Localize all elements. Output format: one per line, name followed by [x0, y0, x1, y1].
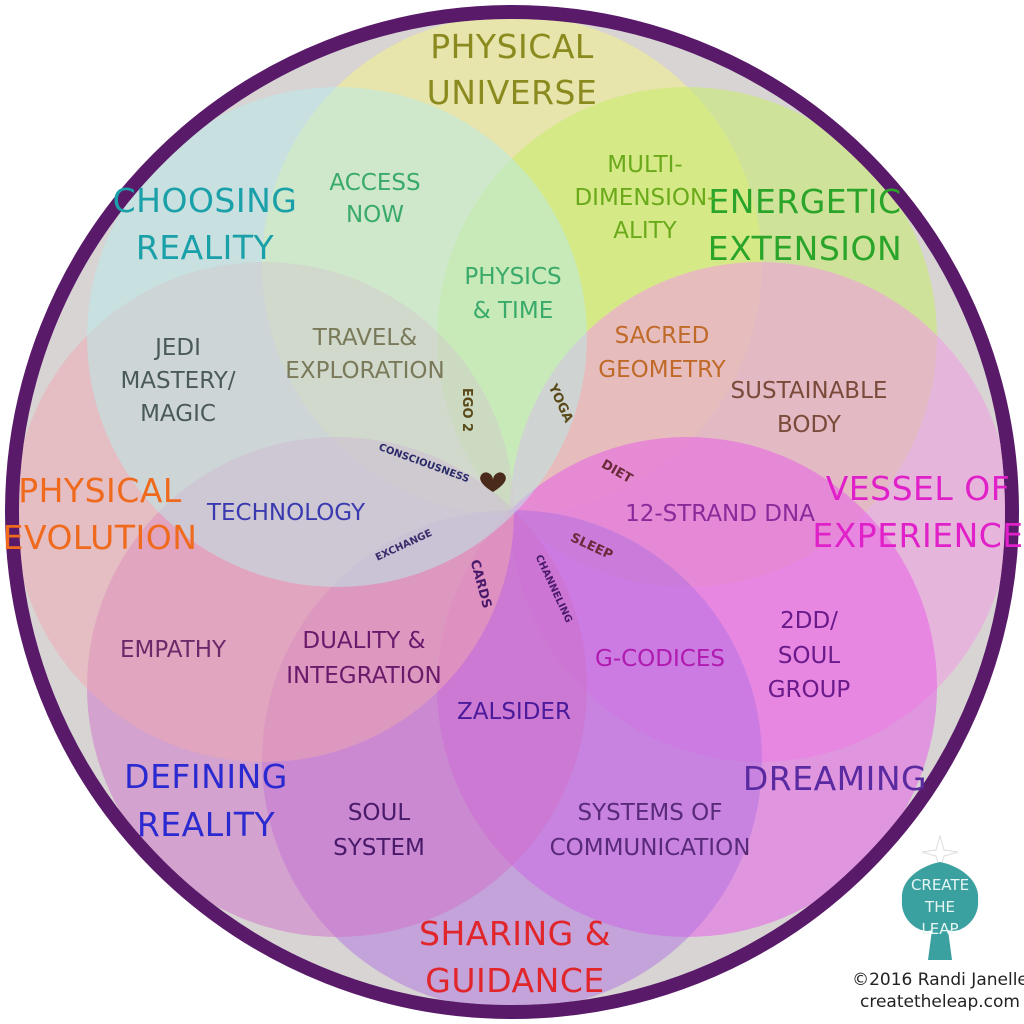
petal-title: ENERGETIC — [708, 182, 901, 221]
region-label: NOW — [346, 202, 404, 228]
petal-title: DEFINING — [124, 757, 288, 796]
region-dna: 12-STRAND DNA — [625, 501, 815, 527]
region-label: MAGIC — [140, 401, 216, 427]
region-jedi-mastery: JEDI MASTERY/ MAGIC — [120, 335, 235, 427]
region-label: ACCESS — [329, 170, 420, 196]
region-label: SUSTAINABLE — [731, 378, 888, 404]
region-label: TRAVEL& — [312, 325, 417, 351]
region-label: ZALSIDER — [457, 699, 571, 725]
region-label: DUALITY & — [302, 628, 425, 654]
region-travel-exploration: TRAVEL& EXPLORATION — [285, 325, 444, 384]
region-sacred-geometry: SACRED GEOMETRY — [598, 323, 726, 383]
create-the-leap-logo: CREATE THE LEAP — [901, 834, 979, 960]
petal-vessel-of-experience: VESSEL OF EXPERIENCE — [812, 469, 1023, 555]
petal-title: GUIDANCE — [425, 961, 604, 1000]
petal-dreaming: DREAMING — [743, 759, 927, 798]
petal-title: EXTENSION — [708, 229, 902, 268]
copyright-text: ©2016 Randi Janelle — [852, 970, 1024, 990]
site-url: createtheleap.com — [860, 992, 1020, 1012]
region-label: 2DD/ — [780, 608, 838, 634]
region-label: BODY — [777, 412, 842, 438]
region-technology: TECHNOLOGY — [206, 500, 366, 526]
region-label: SOUL — [348, 800, 411, 826]
region-label: INTEGRATION — [286, 663, 442, 689]
region-label: DIMENSION- — [574, 185, 715, 211]
petal-title: SHARING & — [419, 914, 611, 953]
region-soul-system: SOUL SYSTEM — [333, 800, 425, 861]
petal-defining-reality: DEFINING REALITY — [124, 757, 288, 844]
region-label: EMPATHY — [120, 637, 227, 663]
petal-title: PHYSICAL — [430, 27, 594, 66]
petal-circles — [19, 19, 1005, 1005]
petal-title: REALITY — [137, 805, 276, 844]
region-label: G-CODICES — [595, 646, 725, 672]
region-systems-comm: SYSTEMS OF COMMUNICATION — [550, 800, 751, 861]
petal-title: PHYSICAL — [18, 471, 182, 510]
region-zalsider: ZALSIDER — [457, 699, 571, 725]
region-label: GROUP — [768, 677, 851, 703]
petal-title: UNIVERSE — [427, 73, 598, 112]
petal-physical-universe: PHYSICAL UNIVERSE — [427, 27, 598, 112]
region-label: 12-STRAND DNA — [625, 501, 815, 527]
petal-physical-evolution: PHYSICAL EVOLUTION — [3, 471, 198, 557]
logo-text: LEAP — [921, 920, 958, 938]
petal-title: EXPERIENCE — [812, 516, 1023, 555]
petal-sharing-guidance: SHARING & GUIDANCE — [419, 914, 611, 1000]
region-label: PHYSICS — [464, 264, 561, 290]
petal-title: VESSEL OF — [826, 469, 1011, 508]
region-label: ALITY — [613, 218, 677, 244]
region-label: SOUL — [778, 643, 841, 669]
center-label-ego: EGO 2 — [459, 388, 474, 432]
logo-text: CREATE — [911, 876, 969, 894]
region-g-codices: G-CODICES — [595, 646, 725, 672]
region-multi-dimensionality: MULTI- DIMENSION- ALITY — [574, 152, 715, 244]
region-sustainable-body: SUSTAINABLE BODY — [731, 378, 888, 438]
region-duality: DUALITY & INTEGRATION — [286, 628, 442, 689]
region-label: MASTERY/ — [120, 368, 235, 394]
tree-logo-icon — [901, 862, 979, 960]
region-label: TECHNOLOGY — [206, 500, 366, 526]
petal-energetic-extension: ENERGETIC EXTENSION — [708, 182, 902, 268]
region-empathy: EMPATHY — [120, 637, 227, 663]
region-label: MULTI- — [607, 152, 682, 178]
region-label: & TIME — [473, 298, 553, 324]
region-label: COMMUNICATION — [550, 835, 751, 861]
region-physics-time: PHYSICS & TIME — [464, 264, 561, 324]
region-label: EXPLORATION — [285, 358, 444, 384]
petal-choosing-reality: CHOOSING REALITY — [113, 181, 298, 267]
region-access-now: ACCESS NOW — [329, 170, 420, 228]
petal-title: CHOOSING — [113, 181, 298, 220]
region-label: SYSTEM — [333, 835, 425, 861]
heart-icon — [480, 472, 506, 492]
region-label: SACRED — [615, 323, 710, 349]
region-label: GEOMETRY — [598, 357, 726, 383]
petal-title: DREAMING — [743, 759, 927, 798]
petal-title: EVOLUTION — [3, 518, 198, 557]
circle-choosing-reality — [87, 87, 587, 587]
region-label: JEDI — [153, 335, 201, 361]
region-label: SYSTEMS OF — [578, 800, 723, 826]
region-soul-group: 2DD/ SOUL GROUP — [768, 608, 851, 703]
logo-text: THE — [924, 898, 955, 916]
petal-title: REALITY — [136, 228, 275, 267]
